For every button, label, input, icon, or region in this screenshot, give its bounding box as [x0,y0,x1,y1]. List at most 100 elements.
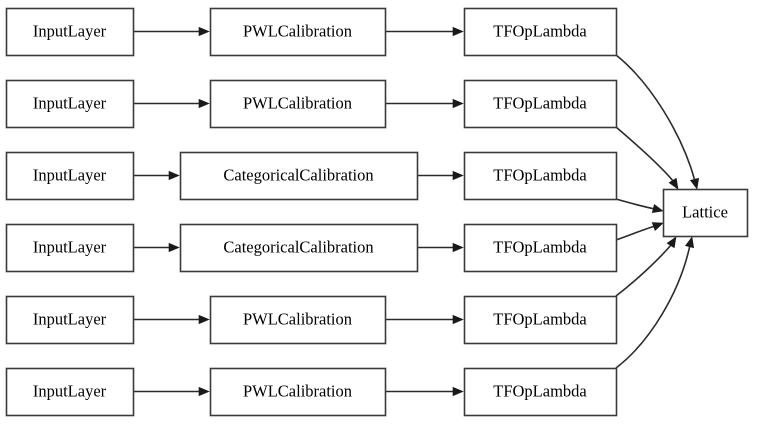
arrowhead-icon [168,170,180,181]
node-label: InputLayer [33,309,107,328]
graph-node-calib-6[interactable]: PWLCalibration [209,367,387,417]
node-label: PWLCalibration [243,309,352,328]
node-box[interactable] [5,7,135,57]
arrowhead-icon [198,386,210,397]
arrowhead-icon [452,242,464,253]
graph-node-lambda-6[interactable]: TFOpLambda [463,367,618,417]
edges-layer [133,26,700,397]
edge-line [615,244,691,369]
graph-node-calib-3[interactable]: CategoricalCalibration [179,151,419,201]
node-label: TFOpLambda [493,165,587,184]
edge-lambda-1-to-lattice [615,54,700,190]
node-box[interactable] [179,151,419,201]
edge-lambda-3-to-lattice [615,198,664,214]
edge-line [615,225,656,241]
node-label: TFOpLambda [493,93,587,112]
edge-input-1-to-calib-1 [133,26,210,37]
graph-node-lambda-1[interactable]: TFOpLambda [463,7,618,57]
edge-input-6-to-calib-6 [133,386,210,397]
arrowhead-icon [452,314,464,325]
node-box[interactable] [463,223,618,273]
node-box[interactable] [209,367,387,417]
edge-input-3-to-calib-3 [133,170,180,181]
arrowhead-icon [452,98,464,109]
arrowhead-icon [651,203,664,214]
arrowhead-icon [668,177,679,190]
node-box[interactable] [209,79,387,129]
edge-line [615,126,674,182]
edge-calib-5-to-lambda-5 [385,314,464,325]
arrowhead-icon [689,177,700,190]
graph-node-lambda-5[interactable]: TFOpLambda [463,295,618,345]
arrowhead-icon [452,26,464,37]
graph-node-calib-2[interactable]: PWLCalibration [209,79,387,129]
edge-calib-6-to-lambda-6 [385,386,464,397]
node-label: TFOpLambda [493,21,587,40]
node-label: InputLayer [33,21,107,40]
nodes-layer: InputLayerInputLayerInputLayerInputLayer… [5,7,749,417]
arrowhead-icon [651,222,664,231]
node-label: InputLayer [33,165,107,184]
arrowhead-icon [452,170,464,181]
graph-node-lattice[interactable]: Lattice [662,188,749,238]
graph-node-input-2[interactable]: InputLayer [5,79,135,129]
graph-node-input-4[interactable]: InputLayer [5,223,135,273]
node-box[interactable] [5,79,135,129]
node-box[interactable] [209,7,387,57]
node-label: PWLCalibration [243,21,352,40]
graph-node-calib-1[interactable]: PWLCalibration [209,7,387,57]
node-box[interactable] [5,367,135,417]
graph-node-lambda-3[interactable]: TFOpLambda [463,151,618,201]
node-box[interactable] [5,223,135,273]
node-box[interactable] [662,188,749,238]
node-box[interactable] [463,295,618,345]
node-box[interactable] [5,295,135,345]
arrowhead-icon [198,98,210,109]
graph-node-calib-5[interactable]: PWLCalibration [209,295,387,345]
edge-lambda-6-to-lattice [615,236,695,369]
node-label: CategoricalCalibration [223,237,373,256]
graph-node-lambda-4[interactable]: TFOpLambda [463,223,618,273]
edge-line [615,54,696,182]
node-label: InputLayer [33,93,107,112]
arrowhead-icon [198,314,210,325]
edge-calib-1-to-lambda-1 [385,26,464,37]
edge-line [615,198,656,210]
node-label: Lattice [682,202,728,221]
graph-node-input-6[interactable]: InputLayer [5,367,135,417]
edge-lambda-4-to-lattice [615,222,664,241]
node-box[interactable] [463,151,618,201]
node-box[interactable] [179,223,419,273]
graph-node-lambda-2[interactable]: TFOpLambda [463,79,618,129]
edge-input-4-to-calib-4 [133,242,180,253]
node-label: CategoricalCalibration [223,165,373,184]
node-box[interactable] [209,295,387,345]
node-label: TFOpLambda [493,309,587,328]
node-label: PWLCalibration [243,381,352,400]
edge-line [615,244,672,297]
node-box[interactable] [463,7,618,57]
arrowhead-icon [198,26,210,37]
node-label: PWLCalibration [243,93,352,112]
graph-node-calib-4[interactable]: CategoricalCalibration [179,223,419,273]
node-label: TFOpLambda [493,381,587,400]
edge-lambda-2-to-lattice [615,126,679,190]
graph-node-input-5[interactable]: InputLayer [5,295,135,345]
node-box[interactable] [5,151,135,201]
arrowhead-icon [168,242,180,253]
node-box[interactable] [463,79,618,129]
edge-lambda-5-to-lattice [615,236,677,297]
edge-calib-2-to-lambda-2 [385,98,464,109]
node-box[interactable] [463,367,618,417]
node-label: InputLayer [33,237,107,256]
arrowhead-icon [666,236,677,249]
graph-node-input-1[interactable]: InputLayer [5,7,135,57]
edge-input-2-to-calib-2 [133,98,210,109]
edge-input-5-to-calib-5 [133,314,210,325]
graph-node-input-3[interactable]: InputLayer [5,151,135,201]
node-label: TFOpLambda [493,237,587,256]
arrowhead-icon [684,236,695,249]
edge-calib-4-to-lambda-4 [417,242,464,253]
